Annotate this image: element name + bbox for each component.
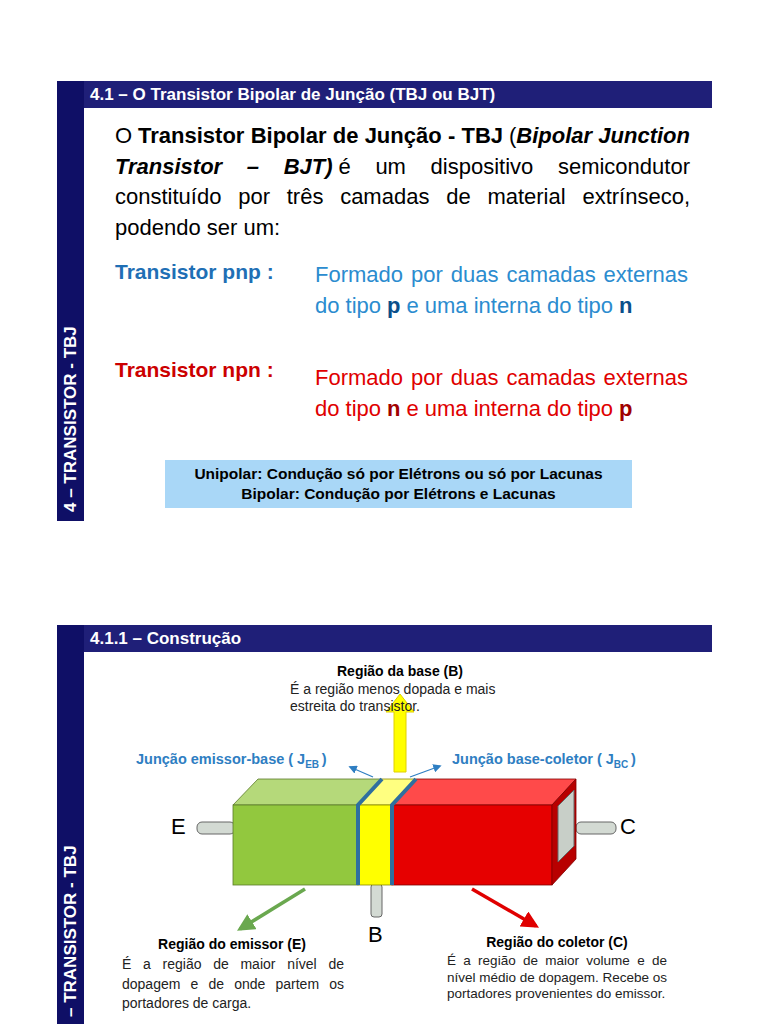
label-text: ) [631, 751, 636, 767]
leader-arrow [350, 767, 373, 777]
collector-side [552, 779, 576, 885]
node-text: 4 – TRANSISTOR - TBJ [61, 326, 81, 512]
collector-lead [576, 822, 616, 834]
region-title: Região do coletor (C) [447, 934, 667, 951]
label-text: Junção emissor-base ( [136, 751, 293, 767]
terminal-label: C [620, 814, 636, 840]
region-description: É a região de maior volume e de nível mé… [447, 953, 667, 1003]
header-band: 4.1 – O Transistor Bipolar de Junção (TB… [84, 81, 712, 108]
junction-label: Junção emissor-base (JEB) [136, 750, 327, 774]
node-text: Unipolar: Condução só por Elétrons ou só… [173, 464, 624, 484]
emitter-region [233, 805, 358, 885]
label-text: ( [509, 123, 516, 148]
label-text: Região do coletor (C) [486, 934, 628, 950]
label-text: O [115, 123, 132, 148]
terminal-label: B [368, 922, 383, 948]
note-box: Unipolar: Condução só por Elétrons ou só… [165, 460, 632, 508]
header-band: 4.1.1 – Construção [84, 625, 712, 652]
emitter-arrow [240, 889, 305, 929]
label-text: e uma interna do tipo [406, 396, 613, 421]
side-band: – TRANSISTOR - TBJ [57, 625, 84, 1024]
collector-arrow [472, 889, 536, 926]
junction-label: Junção base-coletor (JBC) [452, 750, 636, 774]
label-text: J [606, 751, 614, 767]
label-text: Junção base-coletor ( [452, 751, 602, 767]
region-title: Região da base (B) [300, 663, 500, 680]
type-label: Transistor npn : [115, 357, 274, 383]
subscript: BC [614, 759, 628, 770]
label-text: e uma interna do tipo [406, 293, 613, 318]
type-description: Formado por duas camadas externas do tip… [315, 362, 688, 424]
label-text: J [297, 751, 305, 767]
region-description: É a região de maior nível de dopagem e d… [122, 955, 344, 1014]
label-text: C [620, 814, 636, 839]
leader-arrow [410, 766, 440, 777]
label-text: É a região menos dopada e mais estreita … [290, 681, 495, 714]
label-text: Região da base (B) [337, 663, 463, 679]
region-description: É a região menos dopada e mais estreita … [290, 681, 518, 715]
emitter-lead [197, 822, 235, 834]
label-text: É a região de maior nível de dopagem e d… [122, 956, 344, 1011]
label-text: É a região de maior volume e de nível mé… [447, 953, 667, 1001]
label-text: B [368, 922, 383, 947]
label-text: Transistor Bipolar de Junção - TBJ [138, 123, 503, 148]
label-text: p [387, 293, 400, 318]
label-text: n [387, 396, 400, 421]
region-title: Região do emissor (E) [132, 936, 332, 953]
junction-bc [392, 779, 416, 885]
label-text: p [619, 396, 632, 421]
collector-contact [558, 790, 574, 862]
type-description: Formado por duas camadas externas do tip… [315, 259, 688, 321]
label-text: Região do emissor (E) [158, 936, 306, 952]
label-text: ) [322, 751, 327, 767]
collector-region [392, 805, 552, 885]
label-text: n [619, 293, 632, 318]
label-text: Transistor pnp : [115, 260, 274, 283]
intro-paragraph: OTransistor Bipolar de Junção - TBJ(Bipo… [115, 121, 690, 243]
node-text: – TRANSISTOR - TBJ [61, 845, 81, 1017]
collector-top [392, 779, 576, 805]
junction-eb [358, 779, 382, 885]
label-text: E [171, 814, 186, 839]
node-text: Bipolar: Condução por Elétrons e Lacunas [173, 484, 624, 504]
node-text: 4.1.1 – Construção [90, 628, 706, 649]
subscript: EB [305, 759, 319, 770]
base-lead [371, 884, 382, 917]
label-text: Transistor npn : [115, 358, 274, 381]
type-label: Transistor pnp : [115, 259, 274, 285]
terminal-label: E [171, 814, 186, 840]
base-region [358, 805, 392, 885]
node-text: 4.1 – O Transistor Bipolar de Junção (TB… [90, 84, 706, 105]
side-band: 4 – TRANSISTOR - TBJ [57, 81, 84, 521]
